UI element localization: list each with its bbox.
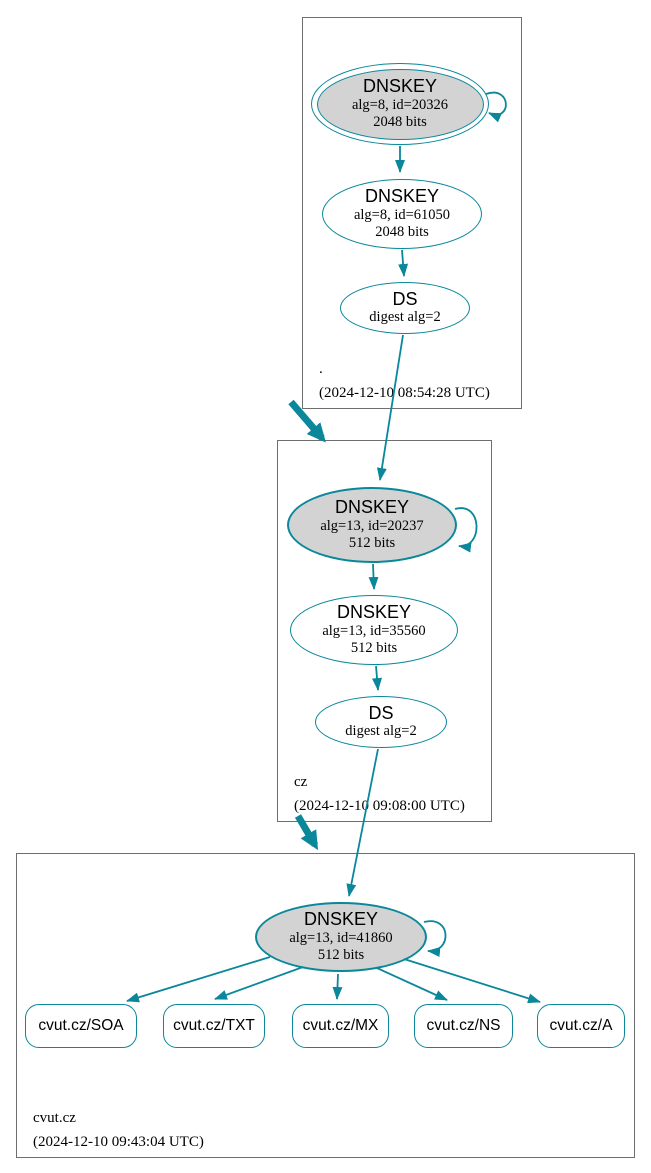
rrset-label: cvut.cz/SOA <box>38 1017 124 1034</box>
zone-timestamp-cvut-cz: (2024-12-10 09:43:04 UTC) <box>33 1134 204 1150</box>
zone-box-cvut-cz: cvut.cz (2024-12-10 09:43:04 UTC) <box>16 853 635 1158</box>
dnskey-node-cz-ksk-20237[interactable]: DNSKEY alg=13, id=20237 512 bits <box>287 487 457 563</box>
rrset-node-cvut-cz-soa[interactable]: cvut.cz/SOA <box>25 1004 137 1048</box>
node-title: DS <box>368 702 394 723</box>
node-attrs: alg=13, id=35560 <box>322 622 426 639</box>
node-attrs: alg=8, id=20326 <box>351 96 449 113</box>
dnskey-node-root-zsk-61050[interactable]: DNSKEY alg=8, id=61050 2048 bits <box>322 179 482 249</box>
node-title: DNSKEY <box>334 497 410 518</box>
rrset-node-cvut-cz-mx[interactable]: cvut.cz/MX <box>292 1004 389 1048</box>
rrset-label: cvut.cz/MX <box>302 1017 379 1034</box>
rrset-node-cvut-cz-a[interactable]: cvut.cz/A <box>537 1004 625 1048</box>
zone-timestamp-cz: (2024-12-10 09:08:00 UTC) <box>294 798 465 814</box>
node-bits: 2048 bits <box>375 223 429 240</box>
node-attrs: digest alg=2 <box>345 723 417 740</box>
dnskey-node-root-ksk-20326[interactable]: DNSKEY alg=8, id=20326 2048 bits <box>311 63 489 145</box>
zone-box-root: . (2024-12-10 08:54:28 UTC) <box>302 17 522 409</box>
node-attrs: digest alg=2 <box>369 309 441 326</box>
node-attrs: alg=13, id=20237 <box>320 517 424 534</box>
rrset-label: cvut.cz/NS <box>426 1017 501 1034</box>
rrset-label: cvut.cz/A <box>549 1017 613 1034</box>
dnskey-node-cz-zsk-35560[interactable]: DNSKEY alg=13, id=35560 512 bits <box>290 595 458 665</box>
node-title: DNSKEY <box>336 602 412 623</box>
node-attrs: alg=8, id=61050 <box>353 206 451 223</box>
node-bits: 512 bits <box>350 639 398 656</box>
node-bits: 2048 bits <box>373 113 427 130</box>
ds-node-cz[interactable]: DS digest alg=2 <box>315 696 447 748</box>
zone-name-cvut-cz: cvut.cz <box>33 1110 76 1126</box>
node-title: DS <box>392 288 418 309</box>
node-bits: 512 bits <box>348 534 396 551</box>
dnskey-node-cvut-cz-ksk-41860[interactable]: DNSKEY alg=13, id=41860 512 bits <box>255 902 427 972</box>
node-title: DNSKEY <box>364 186 440 207</box>
rrset-node-cvut-cz-txt[interactable]: cvut.cz/TXT <box>163 1004 265 1048</box>
dnskey-node-root-ksk-inner: DNSKEY alg=8, id=20326 2048 bits <box>316 68 484 140</box>
ds-node-root[interactable]: DS digest alg=2 <box>340 282 470 334</box>
node-attrs: alg=13, id=41860 <box>289 929 393 946</box>
zone-name-cz: cz <box>294 774 308 790</box>
node-title: DNSKEY <box>362 76 438 97</box>
zone-name-root: . <box>319 361 323 377</box>
zone-timestamp-root: (2024-12-10 08:54:28 UTC) <box>319 385 490 401</box>
zone-box-cz: cz (2024-12-10 09:08:00 UTC) <box>277 440 492 822</box>
rrset-node-cvut-cz-ns[interactable]: cvut.cz/NS <box>414 1004 513 1048</box>
node-bits: 512 bits <box>317 946 365 963</box>
rrset-label: cvut.cz/TXT <box>173 1017 255 1034</box>
node-title: DNSKEY <box>303 909 379 930</box>
